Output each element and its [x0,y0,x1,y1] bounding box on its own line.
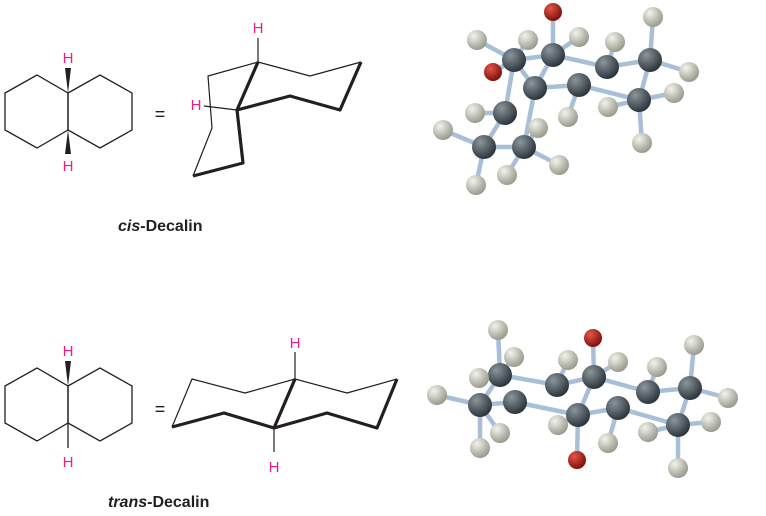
carbon-atom [582,365,606,389]
caption-italic-prefix: cis [118,218,141,235]
trans-decalin-ball-and-stick-model [427,320,738,478]
carbon-atom [666,413,690,437]
wedge-bond [65,361,71,386]
hydrogen-atom [528,118,548,138]
hydrogen-atom [558,350,578,370]
hydrogen-atom [548,415,568,435]
hydrogen-atom [684,335,704,355]
h-label: H [253,20,264,37]
hydrogen-atom [647,357,667,377]
trans-decalin-chair [171,352,399,452]
hydrogen-atom [632,133,652,153]
carbon-atom [567,73,591,97]
hydrogen-atom [598,433,618,453]
hydrogen-atom [433,120,453,140]
equals-sign: = [155,399,166,419]
hydrogen-atom [469,368,489,388]
equals-sign: = [155,104,166,124]
h-label: H [63,343,74,360]
trans-decalin-skeletal [4,361,133,448]
hydrogen-atom [569,27,589,47]
carbon-atom [472,135,496,159]
carbon-atom [502,48,526,72]
cis-decalin-chair [192,38,363,178]
carbon-atom [493,101,517,125]
carbon-atom [636,380,660,404]
carbon-atom [566,403,590,427]
hydrogen-atom [679,62,699,82]
carbon-atom [523,76,547,100]
h-label: H [63,158,74,175]
hydrogen-atom [598,97,618,117]
hydrogen-atom [549,155,569,175]
hydrogen-atom [718,388,738,408]
hydrogen-atom [664,83,684,103]
hydrogen-atom [497,165,517,185]
h-label: H [63,454,74,471]
hydrogen-atom [467,30,487,50]
carbon-atom [627,88,651,112]
carbon-atom [595,55,619,79]
hydrogen-atom [466,175,486,195]
h-label: H [269,459,280,476]
oxygen-atom [584,329,602,347]
hydrogen-atom [668,458,688,478]
caption-suffix: -Decalin [140,218,203,235]
carbon-atom [678,376,702,400]
carbon-atom [503,390,527,414]
hydrogen-atom [701,412,721,432]
cis-decalin-caption: cis-Decalin [118,218,203,236]
wedge-bond [65,68,71,93]
hydrogen-atom [490,423,510,443]
hydrogen-atom [605,32,625,52]
hydrogen-atom [638,422,658,442]
h-label: H [63,50,74,67]
wedge-bond [65,130,71,154]
hydrogen-atom [518,30,538,50]
carbon-atom [638,48,662,72]
h-label: H [191,97,202,114]
trans-decalin-caption: trans-Decalin [108,494,209,512]
carbon-atom [468,393,492,417]
oxygen-atom [544,3,562,21]
hydrogen-atom [504,347,524,367]
cis-decalin-skeletal [4,68,133,154]
cis-decalin-ball-and-stick-model [433,3,699,195]
hydrogen-atom [470,438,490,458]
hydrogen-atom [558,107,578,127]
carbon-atom [545,373,569,397]
caption-italic-prefix: trans [108,494,148,511]
hydrogen-atom [465,103,485,123]
oxygen-atom [568,451,586,469]
carbon-atom [488,363,512,387]
hydrogen-atom [427,385,447,405]
oxygen-atom [484,63,502,81]
carbon-atom [512,135,536,159]
hydrogen-atom [608,352,628,372]
hydrogen-atom [643,7,663,27]
caption-suffix: -Decalin [147,494,210,511]
carbon-atom [541,43,565,67]
carbon-atom [606,396,630,420]
h-label: H [290,335,301,352]
hydrogen-atom [488,320,508,340]
